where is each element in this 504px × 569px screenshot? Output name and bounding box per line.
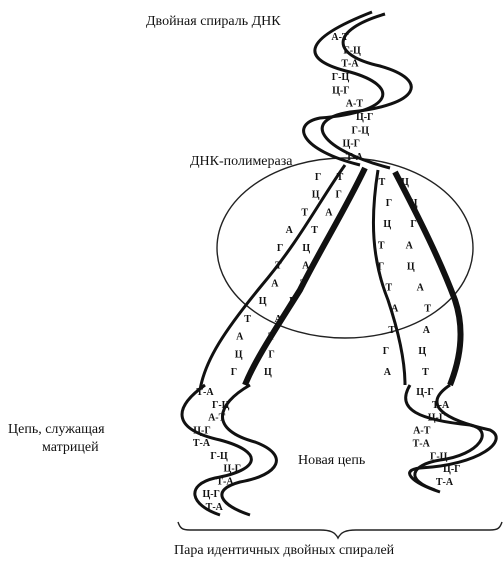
base-pair-left-inner: А — [275, 314, 283, 325]
polymerase-ellipse — [216, 157, 474, 339]
base-pair-right-outer: Ц — [401, 177, 409, 188]
base-pair-right-inner: Т — [388, 325, 395, 336]
base-pair-right-outer: А — [423, 325, 431, 336]
base-pair-right-outer: Ц — [407, 261, 415, 272]
base-pair-right-inner: А — [391, 304, 399, 315]
polymerase-label: ДНК-полимераза — [190, 154, 293, 169]
base-pair-right-inner: Г — [386, 198, 392, 209]
base-pair-left-outer: Т — [301, 208, 308, 219]
base-pair-left-outer: А — [286, 225, 294, 236]
base-pair-top-helix: Ц-Г — [343, 139, 360, 150]
base-pair-top-helix: Ц-Г — [356, 112, 373, 123]
base-pair-bottom-left: А-Т — [208, 413, 226, 424]
base-pair-bottom-left: Ц-Г — [193, 425, 210, 436]
top-helix-strand-a — [302, 10, 385, 167]
base-pair-right-inner: Г — [378, 261, 384, 272]
base-pair-bottom-right: А-Т — [413, 426, 431, 437]
base-pair-top-helix: А-Т — [346, 99, 364, 110]
base-pair-bottom-left: Ц-Г — [224, 464, 241, 475]
base-pair-bottom-right: Ц-Г — [416, 387, 433, 398]
base-pair-right-outer: Ц — [418, 346, 426, 357]
base-pair-left-outer: Ц — [235, 349, 243, 360]
base-pair-left-inner: Г — [268, 349, 274, 360]
base-pair-top-helix: Ц-Г — [332, 85, 349, 96]
base-pair-bottom-right: Т-А — [432, 400, 450, 411]
base-pair-left-inner: Т — [337, 172, 344, 183]
base-pair-left-outer: А — [271, 278, 279, 289]
base-pair-left-inner: Т — [300, 278, 307, 289]
bottom-right-strand-a — [404, 384, 484, 492]
new-strand-label: Новая цепь — [298, 453, 366, 468]
right-arm — [371, 169, 464, 387]
base-pair-bottom-right: Г-Ц — [430, 451, 448, 462]
base-pair-right-inner: Т — [379, 177, 386, 188]
base-pair-bottom-left: Г-Ц — [212, 400, 230, 411]
bottom-left-strand-b — [220, 383, 278, 517]
base-pair-top-helix: А-Т — [331, 32, 349, 43]
template-strand-label-line1: Цепь, служащая — [8, 422, 105, 437]
base-pair-bottom-right: Т-А — [413, 438, 431, 449]
base-pair-right-outer: А — [417, 283, 425, 294]
bottom-right-strand-b — [408, 383, 498, 494]
daughter-bracket — [177, 521, 503, 540]
base-pair-left-outer: Ц — [259, 296, 267, 307]
base-pair-right-outer: Т — [422, 367, 429, 378]
top-helix-strand-b — [320, 12, 413, 170]
base-pair-left-outer: Ц — [312, 190, 320, 201]
base-pair-bottom-left: Т-А — [193, 438, 211, 449]
base-pair-top-helix: Т-А — [346, 152, 364, 163]
base-letters: А-ТГ-ЦТ-АГ-ЦЦ-ГА-ТЦ-ГГ-ЦЦ-ГТ-АТГАТЦАТГАТ… — [193, 32, 461, 513]
base-pair-right-inner: Т — [385, 283, 392, 294]
base-pair-left-inner: А — [302, 261, 310, 272]
base-pair-right-outer: Ц — [410, 198, 418, 209]
double-helix-title: Двойная спираль ДНК — [146, 14, 281, 29]
base-pair-left-outer: Т — [244, 314, 251, 325]
base-pair-left-inner: Т — [311, 225, 318, 236]
base-pair-left-inner: Ц — [302, 243, 310, 254]
left-arm-outer — [198, 164, 347, 391]
base-pair-top-helix: Г-Ц — [343, 45, 361, 56]
base-pair-left-outer: Г — [231, 367, 237, 378]
left-arm — [198, 164, 368, 391]
base-pair-left-outer: А — [236, 332, 244, 343]
base-pair-right-outer: Г — [410, 219, 416, 230]
base-pair-left-outer: Г — [277, 243, 283, 254]
base-pair-top-helix: Г-Ц — [332, 72, 350, 83]
base-pair-right-inner: Т — [378, 240, 385, 251]
base-pair-bottom-left: Т-А — [216, 476, 234, 487]
base-pair-bottom-left: Г-Ц — [210, 451, 228, 462]
base-pair-left-inner: Г — [289, 296, 295, 307]
base-pair-left-outer: Г — [315, 172, 321, 183]
right-arm-inner — [371, 169, 407, 386]
left-arm-inner — [242, 166, 368, 387]
base-pair-right-outer: А — [406, 240, 414, 251]
base-pair-bottom-right: Ц-Г — [428, 413, 445, 424]
base-pair-left-outer: Т — [275, 261, 282, 272]
base-pair-left-inner: А — [325, 208, 333, 219]
base-pair-left-inner: Т — [268, 332, 275, 343]
base-pair-left-inner: Г — [336, 190, 342, 201]
top-helix — [302, 10, 413, 170]
base-pair-bottom-left: Т-А — [196, 387, 214, 398]
base-pair-top-helix: Г-Ц — [352, 125, 370, 136]
base-pair-bottom-left: Ц-Г — [202, 489, 219, 500]
base-pair-bottom-right: Ц-Г — [443, 464, 460, 475]
template-strand-label-line2: матрицей — [42, 440, 99, 455]
bottom-left-helix — [180, 383, 278, 517]
base-pair-top-helix: Т-А — [341, 59, 359, 70]
base-pair-right-outer: Т — [424, 304, 431, 315]
base-pair-bottom-right: Т-А — [436, 477, 454, 488]
base-pair-right-inner: Г — [383, 346, 389, 357]
base-pair-right-inner: А — [384, 367, 392, 378]
bottom-right-helix — [404, 383, 498, 494]
right-arm-outer — [392, 170, 464, 387]
base-pair-right-inner: Ц — [383, 219, 391, 230]
base-pair-bottom-left: Т-А — [206, 502, 224, 513]
base-pair-left-inner: Ц — [264, 367, 272, 378]
daughter-helices-label: Пара идентичных двойных спиралей — [174, 543, 395, 558]
bottom-left-strand-a — [180, 383, 253, 517]
